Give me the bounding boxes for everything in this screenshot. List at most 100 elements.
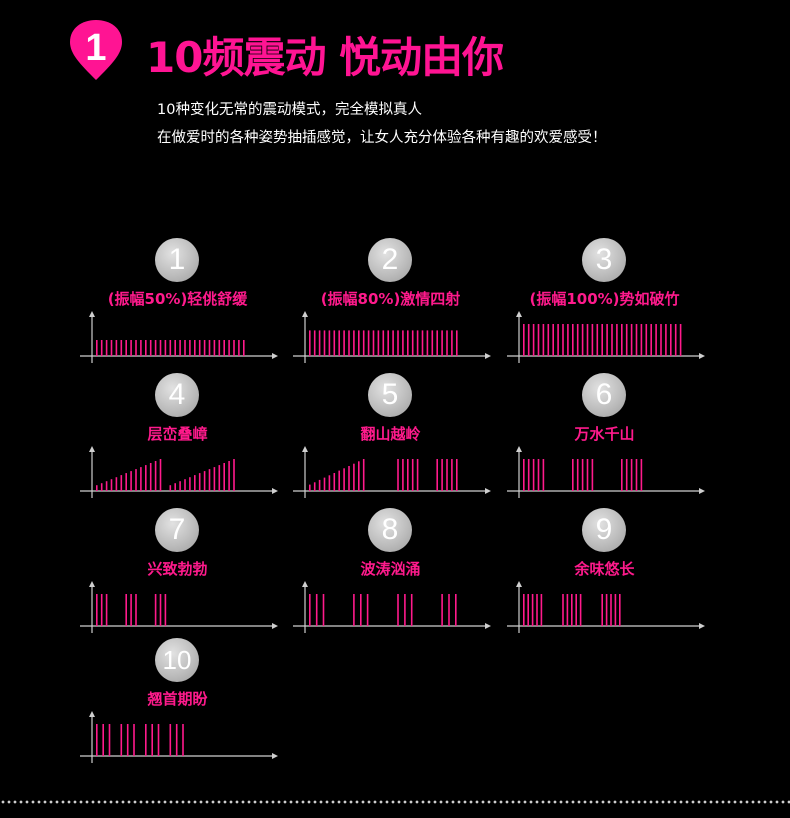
vibration-bar (572, 324, 574, 356)
mode-label: 层峦叠嶂 (147, 425, 208, 443)
mode-label: (振幅80%)激情四射 (320, 290, 461, 308)
x-axis-arrow-icon (272, 488, 278, 494)
vibration-bar (579, 594, 582, 626)
vibration-bar (591, 324, 594, 356)
x-axis-arrow-icon (485, 623, 491, 629)
vibration-bar (154, 594, 157, 626)
vibration-bar (228, 340, 230, 356)
vibration-bar (184, 340, 186, 356)
mode-number-circle: 1 (155, 238, 199, 282)
mode-number: 4 (168, 378, 186, 411)
vibration-bar (184, 479, 186, 491)
vibration-bar (523, 594, 525, 626)
vibration-bar (456, 459, 458, 491)
vibration-bar (338, 470, 340, 491)
vibration-bar (404, 594, 406, 626)
vibration-bar (105, 481, 108, 491)
vibration-bar (446, 459, 448, 491)
vibration-bar (367, 330, 370, 356)
vibration-bar (348, 330, 350, 356)
vibration-waveform (80, 581, 278, 633)
vibration-bar (566, 594, 569, 626)
vibration-waveform (507, 581, 705, 633)
vibration-bar (387, 330, 389, 356)
mode-number: 8 (381, 513, 399, 546)
vibration-bar (243, 340, 245, 356)
vibration-bar (542, 459, 545, 491)
vibration-bar (323, 477, 326, 491)
vibration-bar (397, 459, 399, 491)
vibration-bar (203, 471, 206, 491)
vibration-bar (532, 459, 535, 491)
vibration-bar (362, 459, 365, 491)
vibration-bar (540, 594, 543, 626)
vibration-bar (441, 594, 443, 626)
vibration-waveform (507, 311, 705, 363)
vibration-bar (416, 459, 419, 491)
vibration-bar (377, 330, 380, 356)
vibration-bar (130, 471, 132, 491)
vibration-bar (537, 459, 540, 491)
vibration-bar (343, 330, 345, 356)
mode-8: 8 波涛汹涌 (293, 508, 503, 648)
vibration-bar (635, 324, 638, 356)
y-axis-arrow-icon (516, 311, 522, 317)
vibration-bar (175, 724, 178, 756)
vibration-bar (527, 594, 529, 626)
mode-label: 翻山越岭 (360, 425, 421, 443)
vibration-bar (402, 330, 404, 356)
vibration-bar (102, 724, 104, 756)
mode-label: 余味悠长 (574, 560, 635, 578)
vibration-bar (169, 340, 172, 356)
vibration-bar (456, 330, 458, 356)
vibration-waveform (80, 446, 278, 498)
vibration-bar (619, 594, 621, 626)
x-axis-arrow-icon (272, 753, 278, 759)
mode-number: 1 (168, 243, 186, 276)
vibration-bar (174, 483, 176, 491)
vibration-bar (581, 459, 584, 491)
y-axis-arrow-icon (516, 446, 522, 452)
vibration-bar (411, 330, 414, 356)
vibration-bar (562, 594, 564, 626)
vibration-bar (135, 469, 137, 491)
vibration-bar (96, 724, 98, 756)
vibration-bar (392, 330, 394, 356)
vibration-bar (130, 594, 132, 626)
vibration-bar (318, 330, 321, 356)
vibration-bar (174, 340, 176, 356)
vibration-bar (537, 324, 540, 356)
vibration-bar (451, 459, 453, 491)
vibration-bar (198, 340, 201, 356)
y-axis-arrow-icon (89, 581, 95, 587)
vibration-bar (650, 324, 652, 356)
vibration-bar (655, 324, 657, 356)
vibration-waveform (293, 311, 491, 363)
vibration-bar (411, 459, 414, 491)
vibration-bar (576, 324, 579, 356)
mode-label: 万水千山 (574, 425, 635, 443)
mode-number-circle: 5 (368, 373, 412, 417)
vibration-bar (133, 724, 135, 756)
vibration-bar (645, 324, 648, 356)
vibration-bar (640, 459, 643, 491)
vibration-bar (223, 340, 225, 356)
vibration-bar (182, 724, 184, 756)
vibration-bar (410, 594, 413, 626)
mode-label: 波涛汹涌 (360, 560, 421, 578)
vibration-bar (208, 340, 211, 356)
vibration-bar (105, 594, 108, 626)
mode-3: 3(振幅100%)势如破竹 (507, 238, 717, 378)
vibration-bar (164, 340, 167, 356)
vibration-bar (318, 479, 321, 491)
step-badge: 1 (68, 18, 124, 82)
mode-number-circle: 7 (155, 508, 199, 552)
vibration-waveform (80, 311, 278, 363)
mode-number-circle: 6 (582, 373, 626, 417)
vibration-bar (96, 485, 98, 491)
vibration-bar (353, 330, 355, 356)
vibration-bar (527, 459, 530, 491)
vibration-bar (635, 459, 638, 491)
mode-number-circle: 2 (368, 238, 412, 282)
vibration-bar (96, 340, 98, 356)
